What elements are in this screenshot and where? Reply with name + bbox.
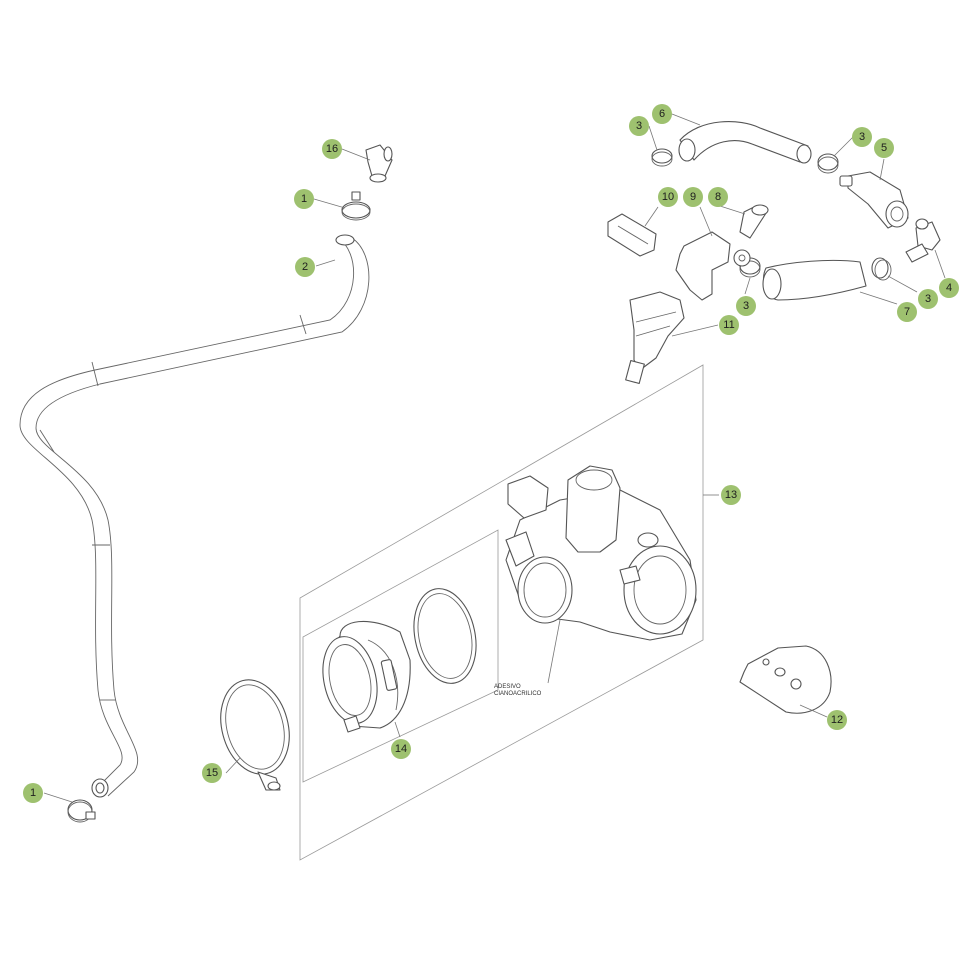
svg-text:13: 13	[725, 489, 737, 501]
svg-text:9: 9	[690, 191, 696, 203]
callout-7: 7	[897, 302, 917, 322]
svg-text:1: 1	[301, 193, 307, 205]
callout-11: 11	[719, 315, 739, 335]
svg-text:3: 3	[859, 131, 865, 143]
fuel-hose-long	[19, 234, 370, 798]
fuel-hose-7	[762, 259, 867, 301]
svg-text:5: 5	[881, 142, 887, 154]
svg-text:3: 3	[743, 300, 749, 312]
svg-text:3: 3	[636, 120, 642, 132]
callout-5: 5	[874, 138, 894, 158]
callout-3-d: 3	[736, 296, 756, 316]
svg-text:15: 15	[206, 767, 218, 779]
svg-text:8: 8	[715, 191, 721, 203]
svg-text:14: 14	[395, 743, 407, 755]
svg-text:4: 4	[946, 282, 952, 294]
bolt-8	[739, 204, 769, 239]
callout-1-lower: 1	[23, 783, 43, 803]
clamp-band-15	[220, 679, 290, 791]
callout-10: 10	[658, 187, 678, 207]
electrical-connector-10	[607, 213, 657, 257]
intake-sleeve-box	[302, 529, 499, 783]
clamp-3a	[651, 148, 673, 167]
fuel-injector-11	[625, 291, 685, 385]
pressure-sensor-9	[675, 231, 751, 301]
callout-14: 14	[391, 739, 411, 759]
callout-3-a: 3	[629, 116, 649, 136]
elbow-fitting	[365, 144, 393, 183]
svg-text:1: 1	[30, 787, 36, 799]
svg-text:3: 3	[925, 293, 931, 305]
svg-text:12: 12	[831, 714, 843, 726]
callout-16: 16	[322, 139, 342, 159]
callout-2: 2	[295, 257, 315, 277]
callout-1-upper: 1	[294, 189, 314, 209]
elbow-connector-4	[905, 218, 941, 263]
adhesive-note-line1: ADESIVO	[494, 684, 521, 690]
svg-text:16: 16	[326, 143, 338, 155]
callout-6: 6	[652, 104, 672, 124]
quick-connector-5	[839, 171, 909, 229]
svg-text:10: 10	[662, 191, 674, 203]
clamp-3b	[817, 153, 839, 174]
callout-9: 9	[683, 187, 703, 207]
hose-clamp-lower	[67, 799, 96, 823]
callout-13: 13	[721, 485, 741, 505]
hose-clamp-upper	[341, 191, 371, 221]
callout-15: 15	[202, 763, 222, 783]
intake-sleeve-14	[322, 588, 477, 733]
svg-text:2: 2	[302, 261, 308, 273]
fuel-hose-6	[678, 121, 812, 164]
svg-text:6: 6	[659, 108, 665, 120]
adhesive-note-line2: CIANOACRILICO	[494, 691, 542, 697]
svg-text:7: 7	[904, 306, 910, 318]
leader-lines	[43, 113, 946, 803]
callout-3-b: 3	[852, 127, 872, 147]
svg-text:11: 11	[723, 319, 734, 331]
throttle-assembly-box	[299, 364, 704, 861]
callout-12: 12	[827, 710, 847, 730]
clamp-3c	[871, 257, 892, 281]
callout-4: 4	[939, 278, 959, 298]
cover-plate-12	[739, 645, 832, 714]
callout-3-c: 3	[918, 289, 938, 309]
callout-8: 8	[708, 187, 728, 207]
throttle-body-13	[505, 465, 697, 641]
